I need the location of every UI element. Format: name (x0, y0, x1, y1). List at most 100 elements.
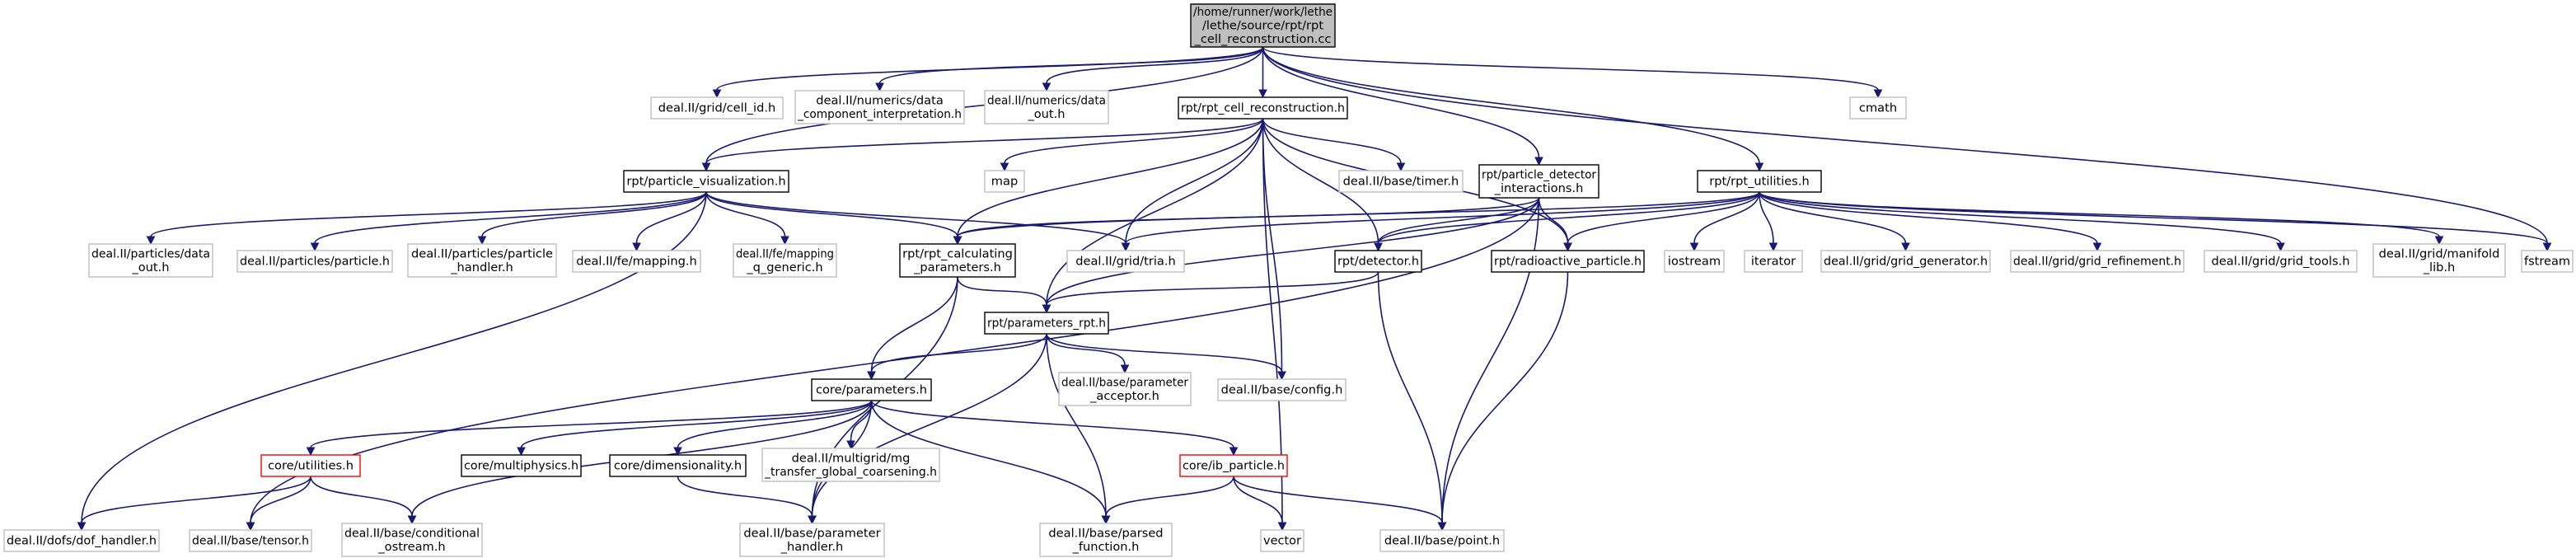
node-label: _lib.h (2423, 260, 2456, 274)
node-particle-handler[interactable]: deal.II/particles/particle_handler.h (407, 243, 557, 278)
node-label: deal.II/grid/tria.h (1075, 255, 1176, 269)
node-tria[interactable]: deal.II/grid/tria.h (1066, 250, 1185, 273)
node-label: _ostream.h (377, 540, 445, 554)
node-label: rpt/particle_detector (1482, 167, 1596, 181)
arrowhead-icon (517, 447, 526, 457)
dependency-edge (673, 400, 873, 457)
edge-line (705, 191, 786, 237)
node-mapping[interactable]: deal.II/fe/mapping.h (572, 250, 701, 273)
node-box (2010, 250, 2185, 273)
node-root[interactable]: /home/runner/work/lethe/lethe/source/rpt… (1190, 3, 1336, 48)
node-pdata-out[interactable]: deal.II/particles/data_out.h (88, 243, 213, 278)
node-vector[interactable]: vector (1260, 529, 1304, 552)
node-data-out[interactable]: deal.II/numerics/data_out.h (984, 90, 1109, 124)
edge-line (957, 118, 1264, 237)
node-grid-tools[interactable]: deal.II/grid/grid_tools.h (2204, 250, 2358, 273)
node-rpt-calc[interactable]: rpt/rpt_calculating_parameters.h (899, 243, 1016, 278)
node-fstream[interactable]: fstream (2521, 250, 2574, 273)
dependency-edge (310, 476, 417, 525)
dependency-edge (1000, 118, 1264, 172)
node-label: deal.II/grid/manifold (2379, 246, 2500, 260)
node-label: deal.II/dofs/dof_handler.h (7, 534, 157, 548)
node-timer[interactable]: deal.II/base/timer.h (1338, 170, 1464, 193)
edge-line (1441, 197, 1540, 523)
node-cmath[interactable]: cmath (1849, 96, 1907, 120)
node-multiphysics[interactable]: core/multiphysics.h (461, 454, 582, 477)
node-radioactive[interactable]: rpt/radioactive_particle.h (1491, 250, 1645, 273)
edge-line (870, 400, 1234, 448)
edge-line (811, 333, 1047, 517)
node-label: _transfer_global_coarsening.h (764, 465, 937, 479)
node-parsed-func[interactable]: deal.II/base/parsed_function.h (1039, 523, 1173, 557)
node-iostream[interactable]: iostream (1664, 250, 1725, 273)
node-label: _handler.h (450, 260, 513, 274)
node-box (1334, 250, 1422, 273)
node-data-comp[interactable]: deal.II/numerics/data_component_interpre… (794, 90, 965, 124)
node-point[interactable]: deal.II/base/point.h (1379, 529, 1505, 552)
dependency-edge (705, 191, 789, 246)
node-manifold[interactable]: deal.II/grid/manifold_lib.h (2372, 243, 2506, 278)
node-grid-ref[interactable]: deal.II/grid/grid_refinement.h (2010, 250, 2185, 273)
node-label: iterator (1751, 255, 1796, 269)
dependency-edge (77, 191, 707, 532)
node-label: deal.II/base/tensor.h (192, 534, 309, 548)
dependency-edge (146, 191, 707, 246)
node-pviz[interactable]: rpt/particle_visualization.h (623, 170, 789, 193)
edge-line (1262, 118, 1379, 244)
node-box (733, 243, 837, 278)
node-label: iostream (1668, 255, 1721, 269)
node-box (88, 243, 213, 278)
node-mg-transfer[interactable]: deal.II/multigrid/mg_transfer_global_coa… (761, 448, 940, 482)
node-pdi[interactable]: rpt/particle_detector_interactions.h (1478, 164, 1599, 199)
edge-line (1125, 118, 1264, 244)
node-core-params[interactable]: core/parameters.h (811, 378, 932, 401)
node-dof-handler[interactable]: deal.II/dofs/dof_handler.h (3, 529, 160, 552)
node-mapping-q[interactable]: deal.II/fe/mapping_q_generic.h (733, 243, 837, 278)
node-grid-gen[interactable]: deal.II/grid/grid_generator.h (1820, 250, 1991, 273)
node-rpt-cell[interactable]: rpt/rpt_cell_reconstruction.h (1178, 96, 1348, 120)
node-iterator[interactable]: iterator (1744, 250, 1803, 273)
node-label: /lethe/source/rpt/rpt (1202, 19, 1323, 33)
node-param-acceptor[interactable]: deal.II/base/parameter_acceptor.h (1058, 372, 1192, 406)
node-box (3, 529, 160, 552)
arrowhead-icon (1534, 157, 1543, 166)
edge-line (1262, 46, 1879, 91)
edge-line (957, 191, 1760, 237)
arrowhead-icon (1121, 242, 1131, 252)
node-rpt-util[interactable]: rpt/rpt_utilities.h (1697, 170, 1822, 193)
node-box (1066, 250, 1185, 273)
arrowhead-icon (867, 371, 876, 381)
dependency-edge (1262, 118, 1406, 172)
node-ib-particle[interactable]: core/ib_particle.h (1179, 454, 1288, 477)
edge-line (1046, 46, 1264, 84)
node-core-util[interactable]: core/utilities.h (260, 454, 361, 477)
dependency-edge (1377, 271, 1447, 532)
dependency-edge (867, 333, 1047, 381)
node-box (189, 529, 312, 552)
node-label: rpt/rpt_utilities.h (1709, 175, 1810, 189)
arrowhead-icon (246, 522, 255, 532)
dependency-edge (1759, 191, 1778, 252)
node-label: _parameters.h (913, 260, 1001, 274)
node-config[interactable]: deal.II/base/config.h (1217, 378, 1347, 401)
node-box (1744, 250, 1803, 273)
node-particle-h[interactable]: deal.II/particles/particle.h (237, 250, 393, 273)
node-detector[interactable]: rpt/detector.h (1334, 250, 1422, 273)
node-params-rpt[interactable]: rpt/parameters_rpt.h (984, 312, 1109, 335)
dependency-edge (1046, 333, 1130, 374)
dependency-edge (310, 191, 707, 252)
dependency-edge (1262, 46, 2552, 252)
node-cell-id[interactable]: deal.II/grid/cell_id.h (650, 96, 784, 120)
arrowhead-icon (310, 242, 320, 252)
node-map[interactable]: map (984, 170, 1025, 193)
arrowhead-icon (712, 89, 722, 99)
node-cond-ostream[interactable]: deal.II/base/conditional_ostream.h (341, 523, 483, 557)
dependency-edge (1563, 191, 1760, 252)
node-label: _out.h (131, 260, 169, 274)
node-dimensionality[interactable]: core/dimensionality.h (609, 454, 747, 477)
node-param-handler[interactable]: deal.II/base/parameter_handler.h (739, 523, 885, 557)
node-label: rpt/particle_visualization.h (626, 175, 785, 189)
node-tensor[interactable]: deal.II/base/tensor.h (189, 529, 312, 552)
dependency-edge (808, 333, 1047, 525)
node-label: deal.II/base/parsed (1048, 526, 1163, 540)
